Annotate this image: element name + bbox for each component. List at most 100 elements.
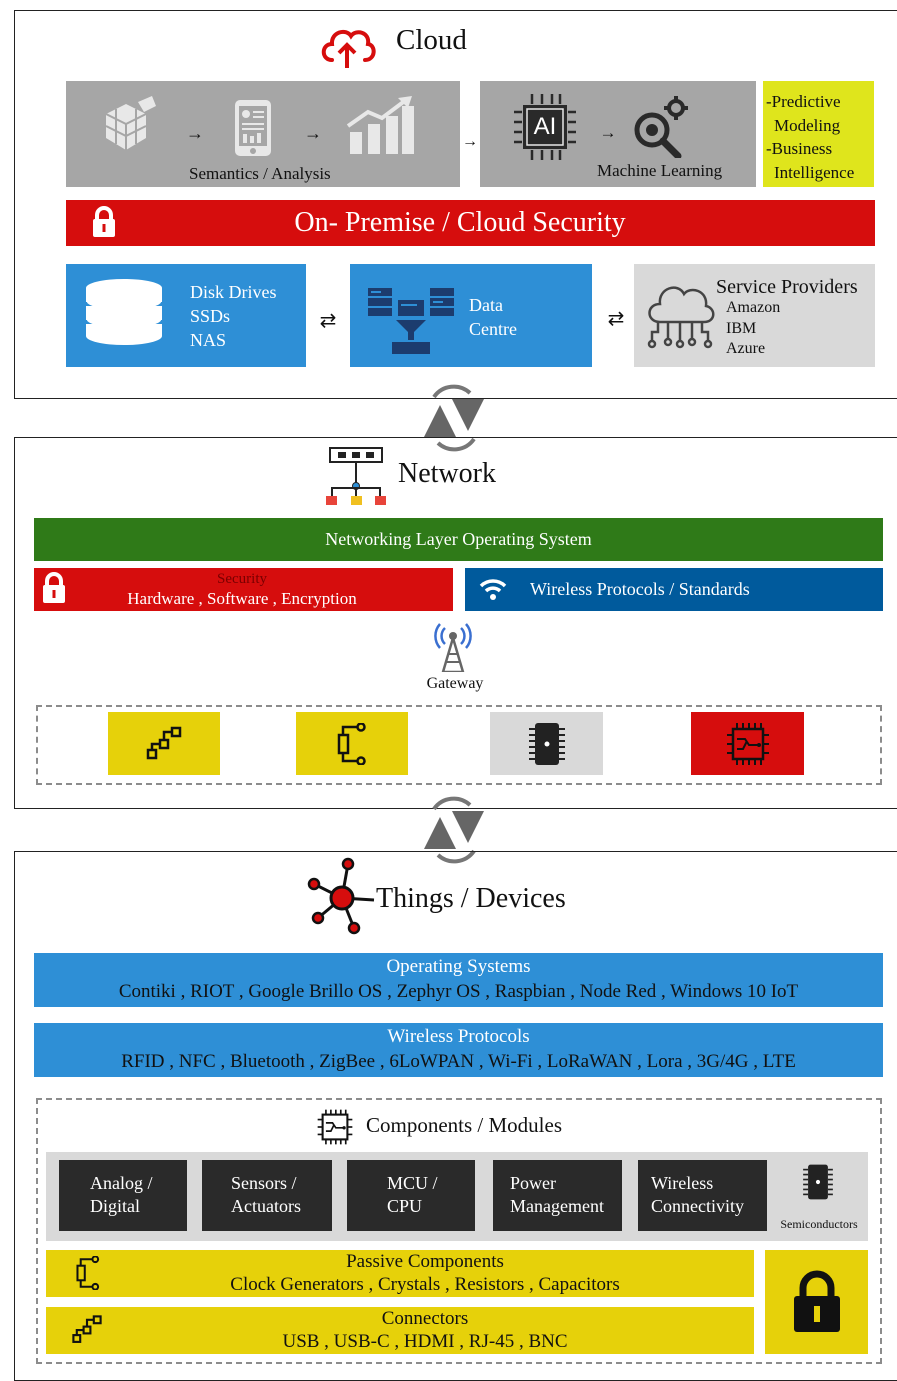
swap-arrow-1: ⇄ bbox=[319, 309, 337, 332]
connectors-bar bbox=[46, 1307, 754, 1354]
analytics-label: Semantics / Analysis bbox=[189, 164, 331, 183]
ai-chip-icon bbox=[514, 92, 576, 162]
provider-item: Amazon bbox=[726, 299, 781, 316]
things-wireless-items: RFID , NFC , Bluetooth , ZigBee , 6LoWPA… bbox=[121, 1051, 796, 1072]
cloud-upload-icon bbox=[318, 20, 376, 70]
cloud-security-label: On- Premise / Cloud Security bbox=[294, 207, 626, 238]
network-devices-group bbox=[36, 705, 882, 785]
network-security-title: Security bbox=[217, 571, 267, 587]
service-providers-box bbox=[634, 264, 875, 367]
module-line: Management bbox=[510, 1196, 604, 1216]
network-wireless-label: Wireless Protocols / Standards bbox=[530, 579, 750, 599]
things-os-title: Operating Systems bbox=[386, 956, 531, 977]
network-wireless-box bbox=[465, 568, 883, 611]
passive-components-bar bbox=[46, 1250, 754, 1297]
molecule-network-icon bbox=[306, 856, 378, 936]
lock-icon bbox=[793, 1270, 840, 1332]
ml-label: Machine Learning bbox=[597, 161, 723, 180]
swap-arrow-2: ⇄ bbox=[607, 307, 625, 330]
tablet-report-icon bbox=[233, 98, 273, 158]
module-line: Power bbox=[510, 1173, 556, 1193]
data-centre-line: Data bbox=[469, 295, 503, 315]
module-line: Analog / bbox=[90, 1173, 153, 1193]
module-tile: Wireless Connectivity bbox=[638, 1160, 767, 1231]
predictive-line-2: Modeling bbox=[774, 115, 841, 135]
cloud-title: Cloud bbox=[396, 24, 467, 56]
circuit-component-icon bbox=[74, 1256, 102, 1290]
module-line: Digital bbox=[90, 1196, 140, 1216]
network-topology-icon bbox=[322, 446, 390, 506]
provider-item: IBM bbox=[726, 319, 757, 337]
predictive-box: -Predictive Modeling -Business Intellige… bbox=[763, 81, 874, 187]
service-providers-title: Service Providers bbox=[716, 276, 858, 298]
storage-item: NAS bbox=[190, 330, 227, 350]
service-providers-list: Amazon IBM Azure bbox=[726, 298, 780, 360]
node-graph-icon bbox=[70, 1313, 104, 1347]
chip-icon bbox=[803, 1163, 833, 1201]
network-title: Network bbox=[398, 458, 496, 489]
network-device-tile bbox=[490, 712, 603, 775]
gear-search-icon bbox=[630, 96, 688, 158]
module-line: CPU bbox=[387, 1196, 423, 1216]
data-flow-icon bbox=[362, 286, 460, 356]
network-layer bbox=[14, 437, 897, 809]
passive-title: Passive Components bbox=[346, 1251, 504, 1272]
module-tile: Power Management bbox=[493, 1160, 622, 1231]
chip-icon bbox=[528, 722, 565, 765]
cloud-security-bar bbox=[66, 200, 875, 246]
passive-items: Clock Generators , Crystals , Resistors … bbox=[230, 1274, 620, 1295]
module-line: Actuators bbox=[231, 1196, 301, 1216]
module-tile: Analog / Digital bbox=[59, 1160, 187, 1231]
predictive-line-4: Intelligence bbox=[774, 162, 855, 182]
cloud-network-icon bbox=[644, 278, 716, 352]
gateway-label: Gateway bbox=[426, 675, 484, 692]
predictive-line-1: -Predictive bbox=[766, 92, 841, 111]
arrow-2: → bbox=[304, 122, 322, 143]
ai-chip-text: AI bbox=[533, 113, 557, 140]
arrow-1: → bbox=[186, 122, 204, 143]
module-line: Wireless bbox=[651, 1173, 714, 1193]
arrow-4: → bbox=[599, 123, 617, 142]
things-os-bar: Operating Systems Contiki , RIOT , Googl… bbox=[34, 953, 883, 1007]
module-line: Sensors / bbox=[231, 1173, 297, 1193]
storage-item: Disk Drives bbox=[190, 282, 277, 302]
cycle-arrows-icon bbox=[418, 383, 490, 453]
module-tile: Sensors / Actuators bbox=[202, 1160, 332, 1231]
module-line: MCU / bbox=[387, 1173, 438, 1193]
storage-items: Disk Drives SSDs NAS bbox=[190, 280, 277, 352]
growth-chart-icon bbox=[346, 96, 416, 154]
gateway-antenna-icon bbox=[430, 616, 476, 672]
cycle-arrows-icon bbox=[418, 795, 490, 865]
components-group bbox=[36, 1098, 882, 1364]
arrow-3: → bbox=[462, 133, 478, 150]
things-wireless-title: Wireless Protocols bbox=[387, 1026, 530, 1047]
network-security-box bbox=[34, 568, 453, 611]
module-tile: MCU / CPU bbox=[347, 1160, 475, 1231]
network-os-bar: Networking Layer Operating System bbox=[34, 518, 883, 561]
wifi-icon bbox=[478, 576, 508, 602]
processor-circuit-icon bbox=[316, 1108, 354, 1146]
database-icon bbox=[78, 278, 170, 348]
things-title: Things / Devices bbox=[376, 883, 566, 914]
provider-item: Azure bbox=[726, 340, 766, 357]
lock-icon bbox=[41, 572, 67, 604]
cubes-icon bbox=[102, 96, 156, 158]
network-device-tile bbox=[296, 712, 408, 775]
network-security-text: Security Hardware , Software , Encryptio… bbox=[90, 569, 394, 611]
circuit-component-icon bbox=[337, 722, 366, 765]
module-line: Connectivity bbox=[651, 1196, 744, 1216]
cloud-layer bbox=[14, 10, 897, 399]
data-centre-line: Centre bbox=[469, 319, 517, 339]
predictive-line-3: -Business bbox=[766, 139, 833, 158]
passive-text: Passive Components Clock Generators , Cr… bbox=[120, 1250, 730, 1297]
network-device-tile bbox=[691, 712, 804, 775]
semiconductors-label: Semiconductors bbox=[780, 1216, 858, 1231]
data-centre-label: Data Centre bbox=[469, 293, 517, 341]
connectors-title: Connectors bbox=[381, 1308, 469, 1329]
connectors-text: Connectors USB , USB-C , HDMI , RJ-45 , … bbox=[120, 1307, 730, 1354]
network-device-tile bbox=[108, 712, 220, 775]
things-os-items: Contiki , RIOT , Google Brillo OS , Zeph… bbox=[118, 981, 799, 1002]
storage-item: SSDs bbox=[190, 306, 231, 326]
processor-circuit-icon bbox=[726, 722, 769, 765]
connectors-items: USB , USB-C , HDMI , RJ-45 , BNC bbox=[282, 1331, 568, 1352]
